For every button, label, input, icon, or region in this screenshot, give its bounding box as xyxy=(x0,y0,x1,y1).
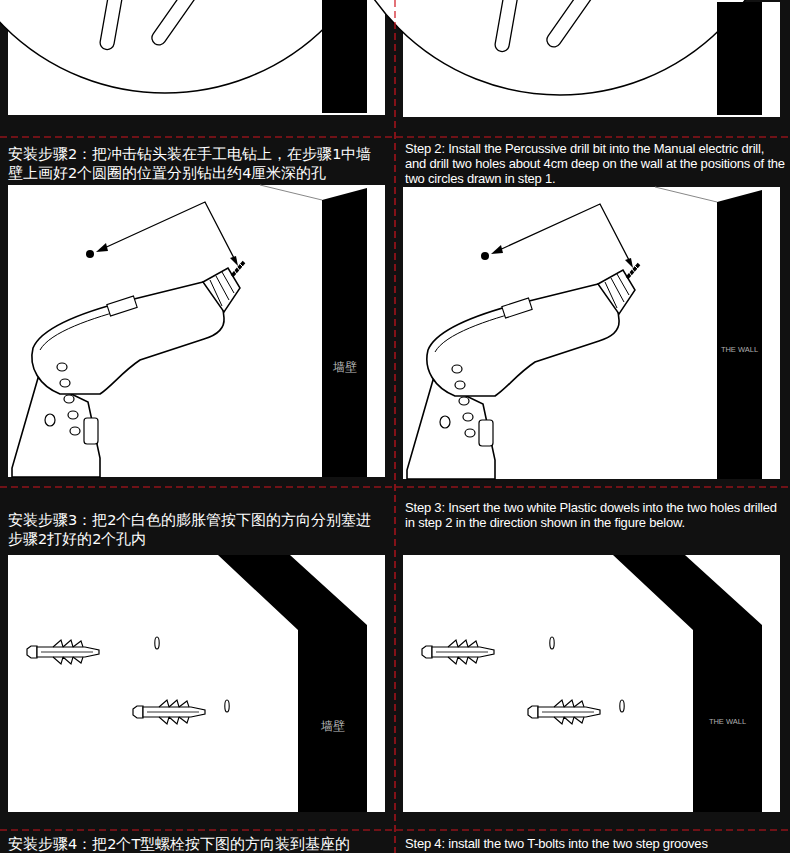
wall-label: THE WALL xyxy=(693,717,762,726)
step-caption: Step 3: Insert the two white Plastic dow… xyxy=(405,500,785,530)
step-caption: Step 4: install the two T-bolts into the… xyxy=(405,836,787,851)
top-panel-right xyxy=(332,0,788,117)
wall-label: THE WALL xyxy=(717,345,762,354)
drill-panel-left xyxy=(8,185,385,477)
step-caption: Step 2: Install the Percussive drill bit… xyxy=(405,141,787,186)
wall-label: 墙壁 xyxy=(298,719,367,734)
step-caption: 安装步骤2：把冲击钻头装在手工电钻上，在步骤1中墙壁上画好2个圆圈的位置分别钻出… xyxy=(8,145,386,183)
step-caption: 安装步骤3：把2个白色的膨胀管按下图的方向分别塞进步骤2打好的2个孔内 xyxy=(8,511,386,549)
wall-block: 墙壁 xyxy=(322,200,367,477)
wall-block: 墙壁 xyxy=(298,630,367,812)
wall-block: THE WALL xyxy=(693,630,762,812)
dowel-panel-left xyxy=(8,555,385,812)
top-panel-left xyxy=(0,0,393,115)
step-caption: 安装步骤4：把2个T型螺栓按下图的方向装到基座的 xyxy=(8,835,393,853)
wall-block: THE WALL xyxy=(717,202,762,479)
drill-panel-right xyxy=(403,187,780,479)
dowel-panel-right xyxy=(403,555,780,812)
wall-label: 墙壁 xyxy=(322,360,367,375)
